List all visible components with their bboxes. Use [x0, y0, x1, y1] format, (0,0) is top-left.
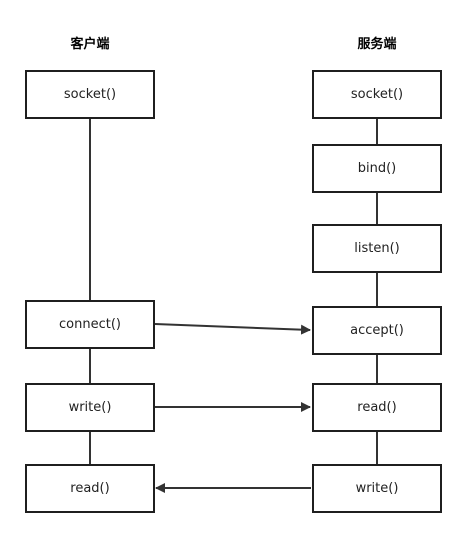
client-socket-node: socket(): [25, 70, 155, 119]
server-column-title: 服务端: [357, 37, 397, 52]
client-column-title: 客户端: [70, 37, 110, 52]
client-write-node: write(): [25, 383, 155, 432]
server-write-node: write(): [312, 464, 442, 513]
server-socket-node: socket(): [312, 70, 442, 119]
server-bind-node: bind(): [312, 144, 442, 193]
client-read-node: read(): [25, 464, 155, 513]
server-read-node: read(): [312, 383, 442, 432]
connect-to-accept-arrow: [154, 323, 311, 335]
server-accept-node: accept(): [312, 306, 442, 355]
server-listen-node: listen(): [312, 224, 442, 273]
client-connect-node: connect(): [25, 300, 155, 349]
